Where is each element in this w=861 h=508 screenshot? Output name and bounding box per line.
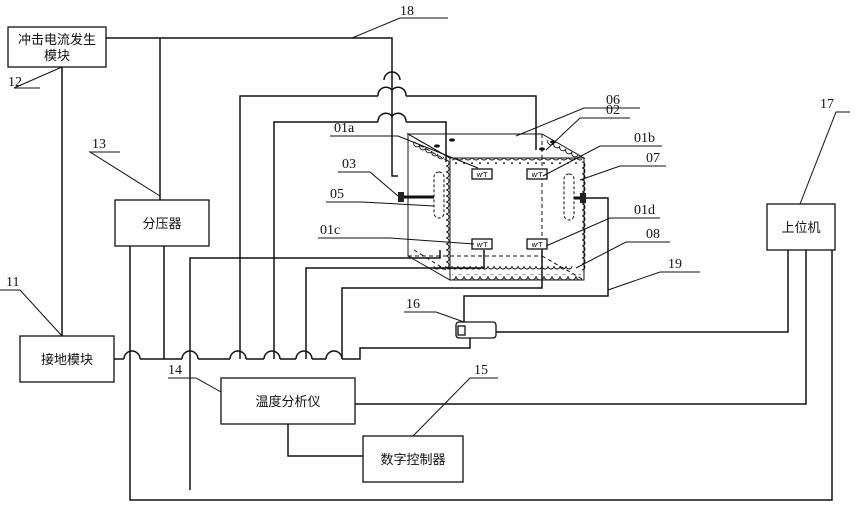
analyzer-label: 温度分析仪 xyxy=(255,394,320,410)
controller-label: 数字控制器 xyxy=(380,453,445,468)
left-terminal xyxy=(398,192,404,202)
label-03: 03 xyxy=(342,157,356,172)
label-19: 19 xyxy=(668,257,682,272)
label-08: 08 xyxy=(646,227,660,242)
label-02: 02 xyxy=(606,103,620,118)
top-front-lining xyxy=(452,158,582,164)
ground-label: 接地模块 xyxy=(41,352,93,368)
label-05: 05 xyxy=(330,187,344,202)
label-17: 17 xyxy=(820,97,834,112)
sensor-01d: ⱳT xyxy=(527,239,547,249)
left-electrode-plate xyxy=(434,172,444,218)
label-12: 12 xyxy=(8,75,22,90)
right-electrode-plate xyxy=(564,174,574,220)
label-07: 07 xyxy=(646,151,660,166)
divider-label: 分压器 xyxy=(142,217,181,232)
impulse-current-module: 冲击电流发生模块 xyxy=(8,27,106,67)
label-16: 16 xyxy=(406,297,420,312)
host-label: 上位机 xyxy=(781,221,820,236)
grounding-module: 接地模块 xyxy=(20,336,114,382)
svg-text:ⱳT: ⱳT xyxy=(531,241,543,249)
label-11: 11 xyxy=(6,275,19,290)
hole-3 xyxy=(539,147,545,150)
svg-text:ⱳT: ⱳT xyxy=(476,241,488,249)
sensor-01b: ⱳT xyxy=(527,169,547,179)
temperature-analyzer: 温度分析仪 xyxy=(221,378,355,424)
label-01d: 01d xyxy=(634,203,655,218)
hole-2 xyxy=(449,138,455,141)
label-01c: 01c xyxy=(320,223,340,238)
digital-controller: 数字控制器 xyxy=(363,436,463,482)
bottom-front-lining xyxy=(452,274,582,280)
hole-1 xyxy=(434,144,440,147)
test-chamber-cube: ⱳT ⱳT ⱳT ⱳT xyxy=(398,134,586,280)
right-terminal xyxy=(580,193,586,203)
label-18: 18 xyxy=(400,4,414,19)
label-14: 14 xyxy=(168,363,182,378)
label-01b: 01b xyxy=(634,131,655,146)
sensor-01c: ⱳT xyxy=(472,239,492,249)
voltage-divider-module: 分压器 xyxy=(115,200,209,246)
component-16 xyxy=(456,322,496,338)
svg-text:ⱳT: ⱳT xyxy=(531,171,543,179)
svg-text:ⱳT: ⱳT xyxy=(476,171,488,179)
label-01a: 01a xyxy=(334,121,355,136)
label-13: 13 xyxy=(92,137,106,152)
host-computer: 上位机 xyxy=(767,204,835,250)
sensor-01a: ⱳT xyxy=(472,169,492,179)
label-15: 15 xyxy=(474,363,488,378)
